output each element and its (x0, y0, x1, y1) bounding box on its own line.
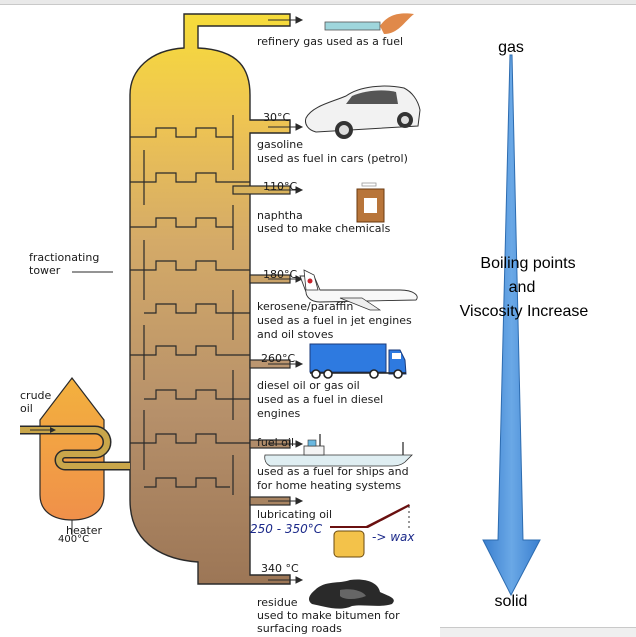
crude-oil-label-2: oil (20, 402, 33, 415)
fraction-naphtha: naphtha (257, 209, 303, 222)
crude-oil-label-1: crude (20, 389, 52, 402)
temp-gasoline: 30°C (263, 111, 291, 124)
car-icon (305, 85, 421, 139)
trend-bottom-label: solid (494, 593, 528, 610)
fraction-diesel: diesel oil or gas oil (257, 379, 360, 392)
trend-arrow (482, 54, 541, 597)
bottom-border (440, 627, 636, 637)
fraction-gasoline: gasoline (257, 138, 304, 151)
use-diesel-1: used as a fuel in diesel (257, 393, 384, 406)
tower-trays (130, 115, 250, 495)
handwritten-lube-temp: 250 - 350°C (250, 522, 323, 536)
trend-caption-2: and (508, 279, 536, 296)
trend-top-label: gas (498, 39, 524, 56)
fraction-lubricating-oil: lubricating oil (257, 508, 333, 521)
temp-kerosene: 180°C (263, 268, 298, 281)
temp-diesel: 260°C (261, 352, 296, 365)
trend-caption-3: Viscosity Increase (459, 303, 589, 320)
fraction-residue: residue (257, 596, 298, 609)
fraction-fuel-oil: fuel oil (257, 436, 295, 449)
truck-icon (309, 343, 407, 379)
top-border (0, 0, 636, 5)
tower-label-2: tower (29, 264, 61, 277)
use-naphtha: used to make chemicals (257, 222, 391, 235)
airplane-icon (299, 269, 418, 311)
heater (20, 377, 130, 535)
oil-can-icon (330, 504, 410, 558)
temp-naphtha: 110°C (263, 180, 298, 193)
heater-label: heater (66, 524, 103, 537)
use-kerosene-2: and oil stoves (257, 328, 334, 341)
use-residue-1: used to make bitumen for (257, 609, 400, 622)
chemical-jar-icon (356, 182, 385, 223)
temp-residue: 340 °C (261, 562, 299, 575)
use-diesel-2: engines (257, 407, 301, 420)
use-gasoline: used as fuel in cars (petrol) (257, 152, 408, 165)
gas-burner-icon (324, 13, 414, 34)
use-residue-2: surfacing roads (257, 622, 342, 635)
fraction-refinery-gas: refinery gas used as a fuel (257, 35, 404, 48)
heater-temp: 400°C (58, 534, 90, 545)
trend-caption-1: Boiling points (480, 255, 576, 272)
fraction-kerosene: kerosene/paraffin (257, 300, 354, 313)
use-fuel-oil-2: for home heating systems (257, 479, 402, 492)
use-fuel-oil-1: used as a fuel for ships and (257, 465, 409, 478)
tower-label-1: fractionating (29, 251, 100, 264)
handwritten-wax-note: -> wax (372, 530, 415, 544)
use-kerosene-1: used as a fuel in jet engines (257, 314, 412, 327)
fractionating-tower (129, 13, 304, 585)
ship-icon (264, 434, 413, 467)
outlet-arrows (268, 16, 304, 584)
bitumen-icon (308, 579, 394, 609)
